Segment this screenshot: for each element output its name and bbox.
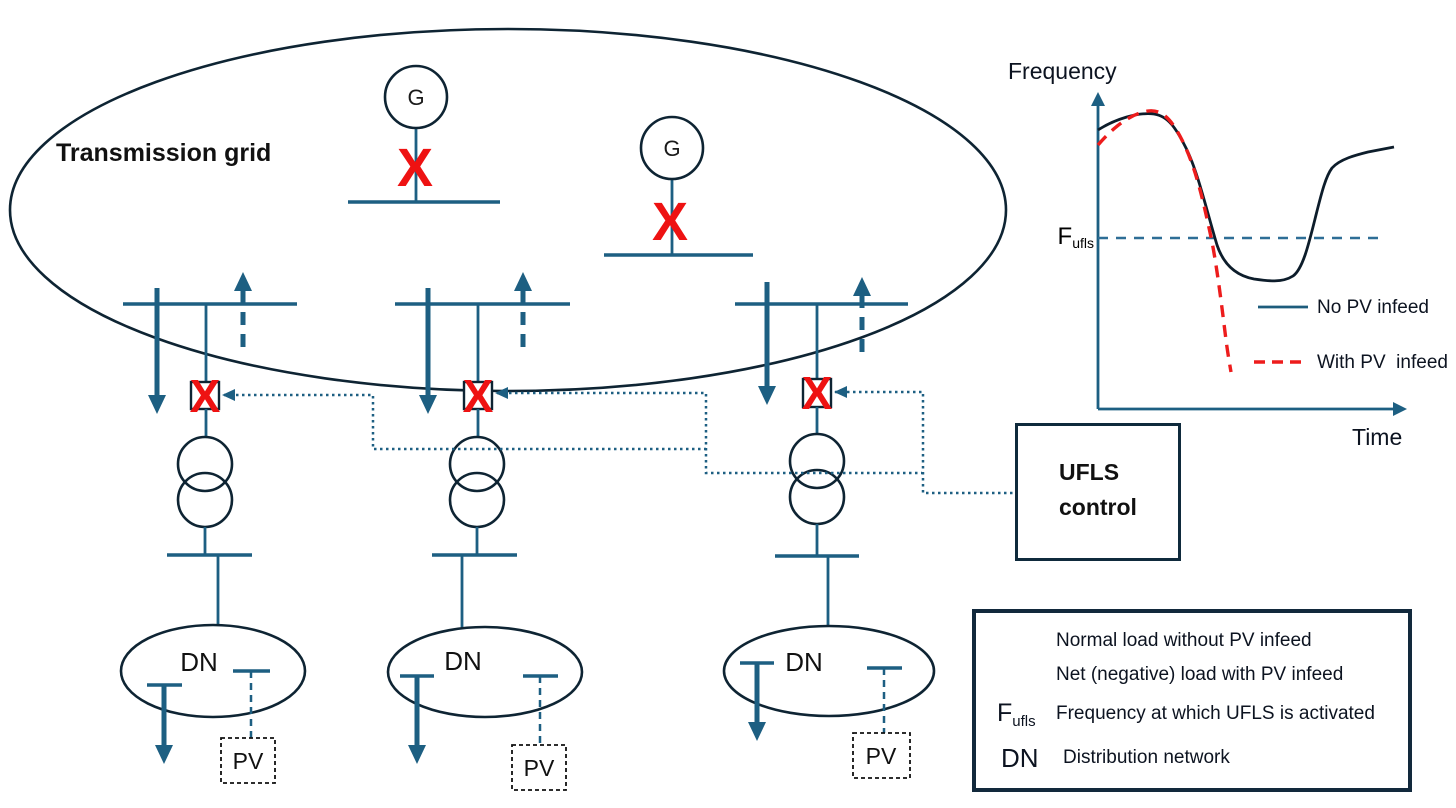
- transmission-grid-label: Transmission grid: [56, 139, 272, 167]
- feeder-3-breaker-x-icon: X: [802, 367, 833, 419]
- ufls-control-line1: UFLS: [1059, 459, 1120, 485]
- dn-3-pv-box: [852, 732, 911, 779]
- ufls-wire-arrowhead-2-icon: [495, 387, 508, 399]
- dn-1-load-arrowhead-icon: [155, 745, 173, 764]
- dn-2-pv-label: PV: [524, 755, 555, 781]
- legend-row-4-text: Distribution network: [1063, 747, 1230, 768]
- chart-title: Frequency: [1008, 58, 1117, 84]
- legend-box: [972, 609, 1412, 792]
- generator-1-circle: [383, 64, 449, 130]
- feeder-1: X: [123, 272, 297, 627]
- dn-1: DN PV: [119, 623, 307, 784]
- feeder-2-transformer-top: [448, 435, 506, 493]
- generator-2: G X: [604, 115, 753, 257]
- chart-legend-label-with-pv: With PV infeed: [1317, 352, 1448, 373]
- feeder-2-breaker: [462, 380, 494, 411]
- feeder-3-transformer-top: [788, 432, 846, 490]
- dn-3: DN PV: [722, 624, 936, 779]
- ufls-control-wires: [224, 390, 1014, 495]
- ufls-wire-arrowhead-3-icon: [834, 386, 847, 398]
- feeder-1-breaker: [189, 380, 221, 411]
- feeder-1-transformer-bottom: [176, 471, 234, 529]
- dn-3-label: DN: [785, 647, 823, 677]
- feeder-1-breaker-x-icon: X: [190, 370, 221, 422]
- feeder-2-breaker-x-icon: X: [463, 370, 494, 422]
- feeder-3-load-arrowhead-icon: [758, 386, 776, 405]
- generator-2-label: G: [663, 136, 680, 161]
- generator-1: G X: [348, 64, 500, 204]
- generator-2-circle: [639, 115, 705, 181]
- ufls-control-box: UFLS control: [1015, 423, 1181, 561]
- legend-fufls-sub: ufls: [1012, 713, 1036, 730]
- chart-curve-with-pv: [1096, 109, 1233, 373]
- frequency-chart: [1091, 92, 1407, 416]
- chart-x-axis-label: Time: [1352, 424, 1403, 450]
- ufls-wire-breaker-2: [497, 391, 922, 475]
- chart-fufls-label: Fufls: [1040, 223, 1094, 251]
- feeder-3-breaker: [801, 377, 833, 409]
- chart-y-axis-arrowhead-icon: [1091, 92, 1105, 106]
- dn-3-ellipse: [722, 624, 936, 718]
- feeder-2-load-arrowhead-icon: [419, 395, 437, 414]
- chart-fufls-sub: ufls: [1072, 235, 1094, 251]
- feeder-2-transformer-bottom: [448, 471, 506, 529]
- generator-1-trip-x-icon: X: [397, 138, 433, 198]
- legend-fufls-main: F: [997, 699, 1013, 727]
- dn-2-label: DN: [444, 646, 482, 676]
- feeder-3: X: [735, 277, 908, 627]
- feeder-3-transformer-bottom: [788, 468, 846, 526]
- generator-2-trip-x-icon: X: [652, 192, 688, 252]
- dn-1-pv-box: [220, 737, 276, 784]
- feeder-2: X: [395, 272, 570, 628]
- ufls-wire-breaker-3: [835, 390, 1014, 495]
- feeder-2-netload-arrowhead-icon: [514, 272, 532, 291]
- legend-row-1-text: Normal load without PV infeed: [1056, 630, 1312, 651]
- dn-1-label: DN: [180, 647, 218, 677]
- chart-fufls-main: F: [1057, 223, 1073, 250]
- dn-2-ellipse: [386, 625, 584, 719]
- legend-row-2-text: Net (negative) load with PV infeed: [1056, 664, 1344, 685]
- ufls-control-label: UFLS control: [1059, 455, 1137, 525]
- dn-3-load-arrowhead-icon: [748, 722, 766, 741]
- dn-2: DN PV: [386, 625, 584, 791]
- generator-1-label: G: [407, 85, 424, 110]
- legend-row-3-symbol: Fufls: [997, 699, 1036, 730]
- dn-2-load-arrowhead-icon: [408, 745, 426, 764]
- ufls-wire-arrowhead-1-icon: [222, 389, 235, 401]
- feeder-1-transformer-top: [176, 435, 234, 493]
- feeder-1-load-arrowhead-icon: [148, 395, 166, 414]
- chart-x-axis-arrowhead-icon: [1393, 402, 1407, 416]
- feeder-1-netload-arrowhead-icon: [234, 272, 252, 291]
- dn-1-ellipse: [119, 623, 307, 719]
- ufls-control-line2: control: [1059, 494, 1137, 520]
- legend-row-4-symbol: DN: [1001, 743, 1039, 773]
- dn-3-pv-label: PV: [866, 743, 897, 769]
- legend-row-3-text: Frequency at which UFLS is activated: [1056, 703, 1375, 724]
- feeder-3-netload-arrowhead-icon: [853, 277, 871, 296]
- dn-2-pv-box: [511, 744, 567, 791]
- chart-legend-label-no-pv: No PV infeed: [1317, 297, 1429, 318]
- chart-curve-no-pv: [1097, 112, 1395, 283]
- ufls-wire-breaker-1: [224, 393, 706, 451]
- dn-1-pv-label: PV: [233, 748, 264, 774]
